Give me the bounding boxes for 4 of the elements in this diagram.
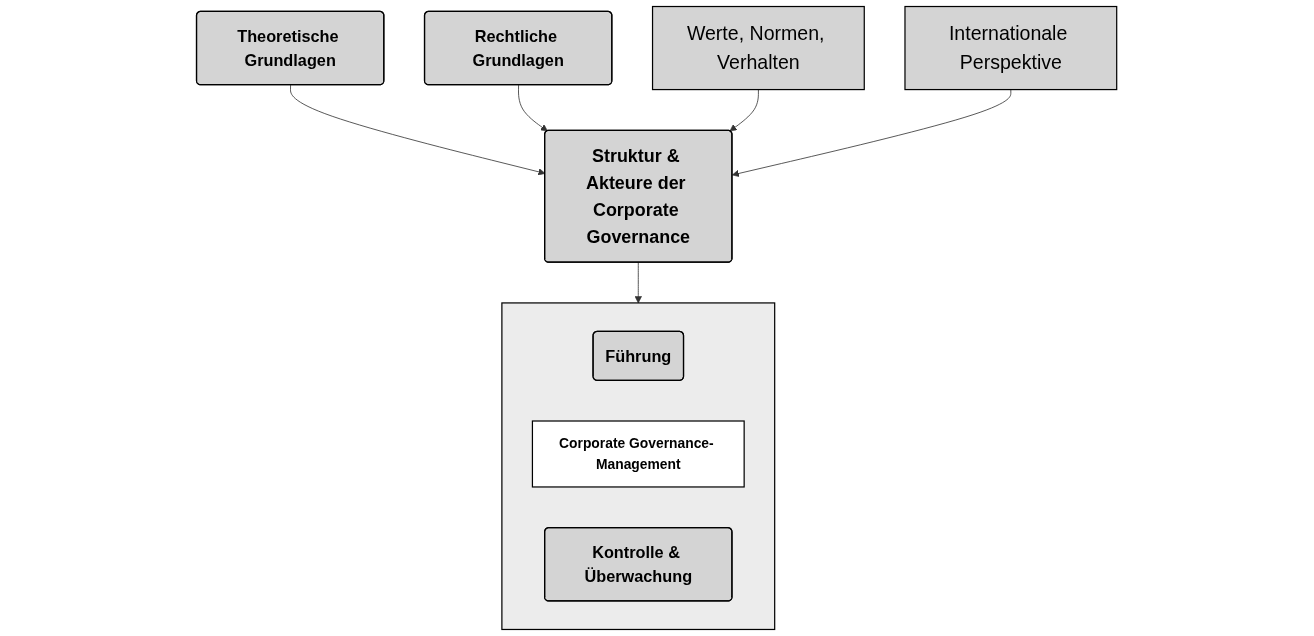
node-box: Internationale Perspektive [904, 5, 1118, 91]
node-box: Corporate Governance- Management [532, 420, 746, 488]
cluster [501, 302, 776, 631]
node-box: Werte, Normen, Verhalten [652, 5, 866, 91]
